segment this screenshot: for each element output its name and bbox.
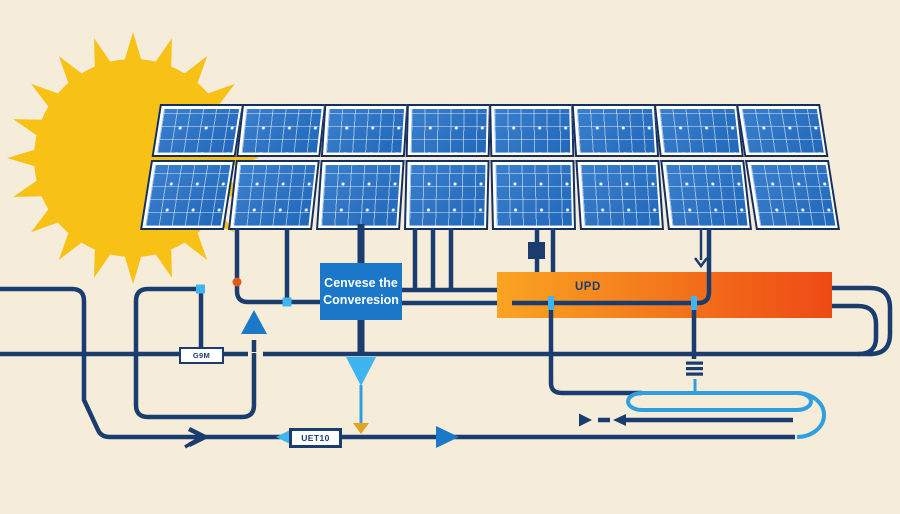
solar-panel-column [489, 104, 576, 230]
converter-box-label-line2: Converesion [323, 292, 399, 307]
solar-panel-cells [241, 108, 322, 153]
up-arrow-icon [241, 310, 267, 334]
solar-panel-column [571, 104, 664, 230]
down-arrow-icon [353, 423, 369, 434]
solar-panel-cells [233, 164, 315, 226]
ground-icon [686, 361, 703, 376]
solar-panel [744, 160, 840, 230]
solar-panel-cells [145, 164, 230, 226]
solar-panel-cells [320, 164, 400, 226]
solar-panel [316, 160, 405, 230]
left-arrow-icon [613, 414, 626, 426]
solar-panel [151, 104, 244, 157]
solar-panel [660, 160, 752, 230]
solar-panel-column [736, 104, 840, 230]
solar-panel-column [228, 104, 327, 230]
solar-panel [571, 104, 660, 157]
solar-panel [736, 104, 829, 157]
solar-panel-cells [156, 108, 239, 153]
converter-box: Cenvese the Converesion [320, 263, 402, 320]
solar-panel-cells [408, 164, 485, 226]
junction-marker [282, 297, 292, 307]
right-arrow-icon [187, 426, 211, 448]
solar-panel [320, 104, 409, 157]
solar-panel [575, 160, 664, 230]
solar-panel [653, 104, 744, 157]
navy-wires [0, 224, 893, 449]
solar-panel [236, 104, 327, 157]
power-bus-bar: UPD [497, 272, 832, 318]
solar-panel-cells [741, 108, 824, 153]
inverter-box: UET10 [289, 428, 342, 448]
solar-panel-cells [495, 164, 572, 226]
down-arrow-icon [346, 357, 376, 386]
lightblue-wires [359, 379, 826, 439]
solar-panel-array [140, 104, 844, 230]
converter-box-label-line1: Cenvese the [324, 276, 398, 291]
solar-panel-cells [493, 108, 570, 153]
solar-panel-cells [750, 164, 835, 226]
fuse-box [528, 242, 545, 259]
solar-panel [490, 160, 576, 230]
solar-panel-cells [325, 108, 404, 153]
right-arrow-icon [436, 426, 459, 448]
solar-panel-column [653, 104, 752, 230]
right-arrow-icon [579, 413, 592, 427]
solar-panel [405, 104, 491, 157]
left-arrow-icon [276, 430, 290, 444]
solar-panel [140, 160, 236, 230]
junction-marker [196, 284, 205, 294]
solar-panel-column [404, 104, 491, 230]
bus-bar-label: UPD [575, 281, 601, 293]
solar-panel-cells [410, 108, 487, 153]
meter-box-label: G9M [192, 351, 211, 360]
solar-panel-cells [665, 164, 747, 226]
solar-panel-column [316, 104, 409, 230]
solar-panel [404, 160, 490, 230]
solar-panel [228, 160, 320, 230]
junction-node [232, 277, 242, 287]
solar-panel-cells [658, 108, 739, 153]
solar-panel-column [140, 104, 244, 230]
flow-arrows [241, 310, 459, 448]
meter-box: G9M [179, 347, 224, 364]
down-arrow-icon [694, 257, 708, 269]
inverter-box-label: UET10 [301, 433, 330, 443]
solar-panel [489, 104, 575, 157]
solar-panel-cells [580, 164, 660, 226]
solar-panel-cells [576, 108, 655, 153]
